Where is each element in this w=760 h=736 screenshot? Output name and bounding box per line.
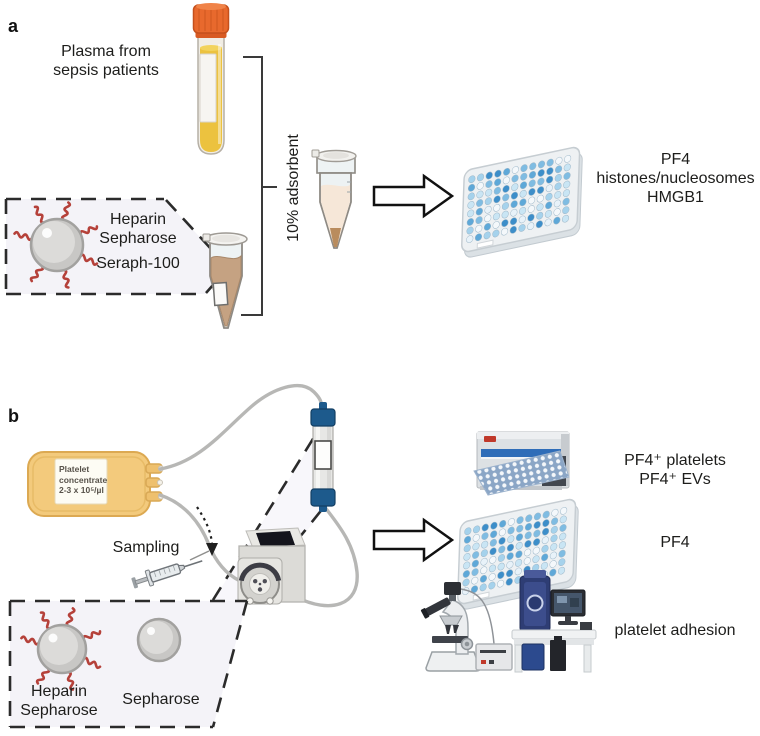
adsorbent-bracket [241,56,277,316]
plasma-source-caption-line2: sepsis patients [53,62,159,79]
bag-label-line3: 2-3 x 10⁵/µl [59,485,104,495]
elisa-plate-a [461,146,583,258]
sepharose-bead-label: Sepharose [122,691,200,708]
readout-pf4: PF4 [660,151,691,168]
seraph-100-caption: Seraph-100 [96,255,180,272]
syringe-connector-line [189,550,210,561]
heparin-sepharose-bead-icon [12,200,100,290]
platelet-bag-label: Platelet concentrate 2-3 x 10⁵/µl [59,464,108,496]
controller-box-illustration [475,643,513,671]
readout-histones: histones/nucleosomes [596,170,755,187]
panel-a-label: a [8,16,19,36]
readout-hmgb1: HMGB1 [647,189,704,206]
heparin-sepharose-caption: Heparin Sepharose [92,210,184,248]
platelet-bag-illustration [27,451,164,517]
bead-label-heparin-line1: Heparin [30,683,88,700]
heparin-sepharose-bead-icon-b [19,606,103,692]
readout-pf4-evs: PF4⁺ EVs [639,471,711,488]
elisa-readout: PF4 [660,534,690,551]
bag-label-line1: Platelet [59,464,90,474]
adsorption-column-illustration [310,402,336,512]
bead-label-heparin-line2: Sepharose [20,702,98,719]
plasma-source-caption: Plasma from sepsis patients [24,42,188,80]
readout-pf4-platelets: PF4⁺ platelets [624,452,726,469]
flow-cytometry-readouts: PF4⁺ platelets PF4⁺ EVs [580,451,760,489]
adsorbent-percentage-label: 10% adsorbent [285,134,302,242]
workflow-arrow-a [372,173,455,219]
heparin-sepharose-bead-label: Heparin Sepharose [18,682,100,720]
sepharose-bead-icon [136,617,182,663]
panel-a-readouts: PF4 histones/nucleosomes HMGB1 [578,150,760,207]
peristaltic-pump-illustration [237,527,306,605]
workflow-arrow-b [372,517,455,563]
panel-b-label: b [8,406,19,426]
syringe-icon [131,560,203,589]
sampling-flow-arrow [196,506,218,556]
heparin-caption-line2: Sepharose [99,230,177,247]
light-microscope-illustration [420,582,495,672]
plasma-source-caption-line1: Plasma from [61,43,151,60]
flow-cytometer-illustration [473,431,570,496]
sample-tube-illustration [311,149,357,249]
bag-label-line2: concentrate [59,474,108,485]
heparin-caption-line1: Heparin [109,211,167,228]
electron-microscope-illustration [511,570,597,673]
adsorbent-tube-illustration [202,232,248,329]
sampling-label: Sampling [112,539,180,556]
adhesion-readout: platelet adhesion [614,622,736,639]
blood-tube-illustration [192,3,230,155]
